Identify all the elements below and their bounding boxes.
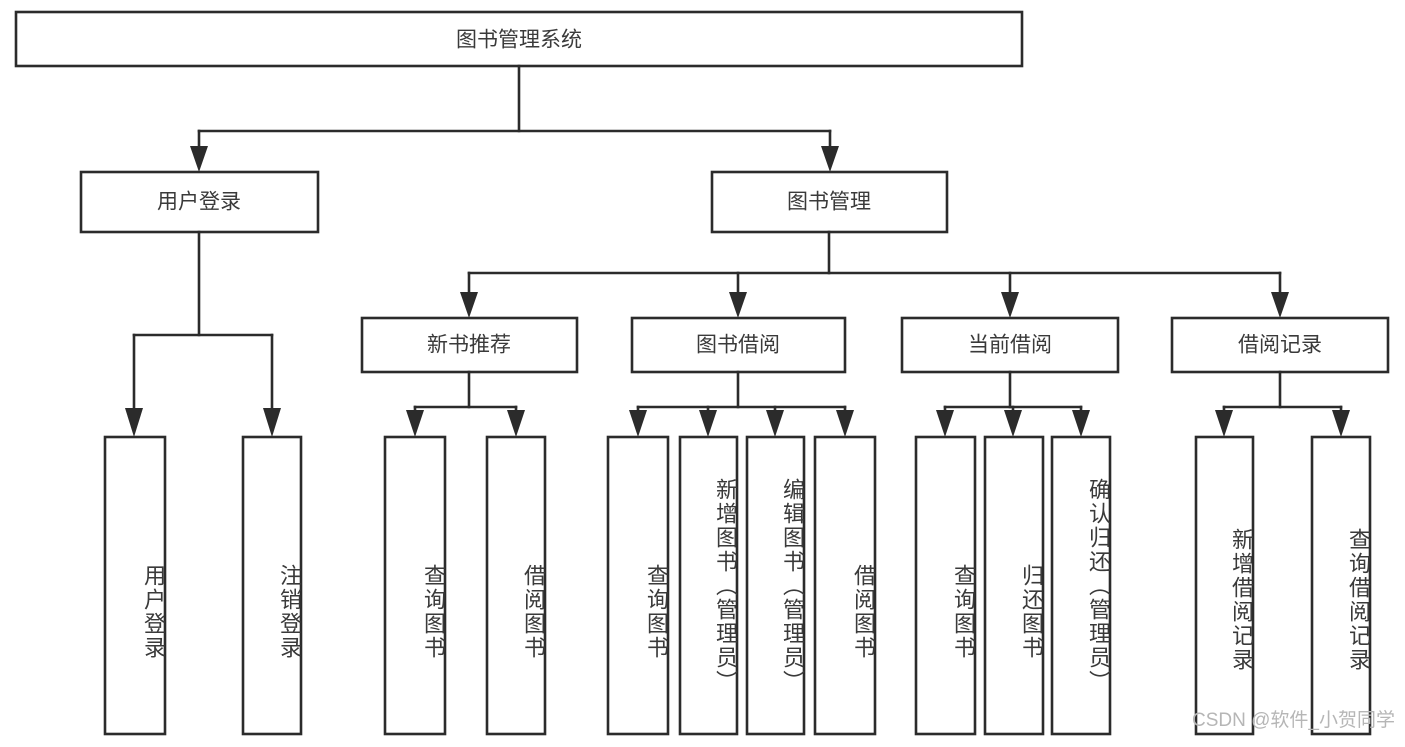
node-root-rect[interactable] bbox=[14, 10, 1024, 68]
leaf-rect-borrow-book[interactable] bbox=[813, 435, 877, 736]
arrowhead-to-book-borrow bbox=[729, 292, 747, 318]
arrowhead-to-book-manage bbox=[821, 146, 839, 172]
node-book-manage[interactable]: 图书管理 bbox=[710, 170, 949, 234]
node-current-borrow[interactable]: 当前借阅 bbox=[900, 316, 1120, 374]
node-borrow-record-label: 借阅记录 bbox=[1238, 334, 1322, 357]
node-new-book-recommend-label: 新书推荐 bbox=[427, 334, 511, 357]
arrowhead-to-leaf-edit-book-admin bbox=[766, 410, 784, 437]
connector-book-manage-to-level3 bbox=[460, 230, 1289, 318]
leaf-rect-user-login[interactable] bbox=[103, 435, 167, 736]
leaf-rect-edit-book-admin[interactable] bbox=[745, 435, 806, 736]
arrowhead-to-leaf-query-book-current bbox=[936, 410, 954, 437]
node-new-book-recommend[interactable]: 新书推荐 bbox=[360, 316, 579, 374]
arrowhead-to-leaf-query-book-recommend bbox=[406, 410, 424, 437]
arrowhead-to-leaf-user-login bbox=[125, 408, 143, 437]
node-root-label: 图书管理系统 bbox=[456, 29, 582, 52]
arrowhead-to-borrow-record bbox=[1271, 292, 1289, 318]
csdn-watermark: CSDN @软件_小贺同学 bbox=[1192, 710, 1395, 731]
arrowhead-to-leaf-return-book bbox=[1004, 410, 1022, 437]
leaf-rect-return-book[interactable] bbox=[983, 435, 1045, 736]
node-new-book-recommend-rect[interactable] bbox=[360, 316, 579, 374]
leaf-rect-query-book-borrow[interactable] bbox=[606, 435, 670, 736]
arrowhead-to-user-login bbox=[190, 146, 208, 172]
node-current-borrow-rect[interactable] bbox=[900, 316, 1120, 374]
arrowhead-to-leaf-logout-login bbox=[263, 408, 281, 437]
node-book-manage-label: 图书管理 bbox=[787, 191, 871, 214]
connector-new-book-recommend-to-leaves bbox=[406, 370, 525, 437]
node-current-borrow-label: 当前借阅 bbox=[968, 334, 1052, 357]
leaf-rect-add-book-admin[interactable] bbox=[678, 435, 739, 736]
node-user-login[interactable]: 用户登录 bbox=[79, 170, 320, 234]
node-root[interactable]: 图书管理系统 bbox=[14, 10, 1024, 68]
arrowhead-to-leaf-query-borrow-record bbox=[1332, 410, 1350, 437]
arrowhead-to-leaf-borrow-book-recommend bbox=[507, 410, 525, 437]
connector-book-borrow-to-leaves bbox=[629, 370, 854, 437]
leaf-rect-query-book-current[interactable] bbox=[914, 435, 977, 736]
node-book-borrow-label: 图书借阅 bbox=[696, 334, 780, 357]
leaf-rect-borrow-book-recommend[interactable] bbox=[485, 435, 547, 736]
node-user-login-label: 用户登录 bbox=[157, 191, 241, 214]
connector-borrow-record-to-leaves bbox=[1215, 370, 1350, 437]
connector-current-borrow-to-leaves bbox=[936, 370, 1090, 437]
arrowhead-to-leaf-add-book-admin bbox=[699, 410, 717, 437]
leaf-rect-query-borrow-record[interactable] bbox=[1310, 435, 1372, 736]
leaf-rect-add-borrow-record[interactable] bbox=[1194, 435, 1255, 736]
node-book-borrow[interactable]: 图书借阅 bbox=[630, 316, 847, 374]
leaf-rect-confirm-return-admin[interactable] bbox=[1050, 435, 1112, 736]
arrowhead-to-leaf-confirm-return-admin bbox=[1072, 410, 1090, 437]
arrowhead-to-new-book-recommend bbox=[460, 292, 478, 318]
connector-user-login-to-leaves bbox=[125, 230, 281, 437]
node-user-login-rect[interactable] bbox=[79, 170, 320, 234]
arrowhead-to-leaf-borrow-book bbox=[836, 410, 854, 437]
arrowhead-to-current-borrow bbox=[1001, 292, 1019, 318]
leaf-boxes bbox=[103, 435, 1372, 736]
arrowhead-to-leaf-query-book-borrow bbox=[629, 410, 647, 437]
arrowhead-to-leaf-add-borrow-record bbox=[1215, 410, 1233, 437]
leaf-rect-query-book-recommend[interactable] bbox=[383, 435, 447, 736]
connector-root-to-level2 bbox=[190, 64, 839, 172]
node-borrow-record[interactable]: 借阅记录 bbox=[1170, 316, 1390, 374]
leaf-rect-logout-login[interactable] bbox=[241, 435, 303, 736]
